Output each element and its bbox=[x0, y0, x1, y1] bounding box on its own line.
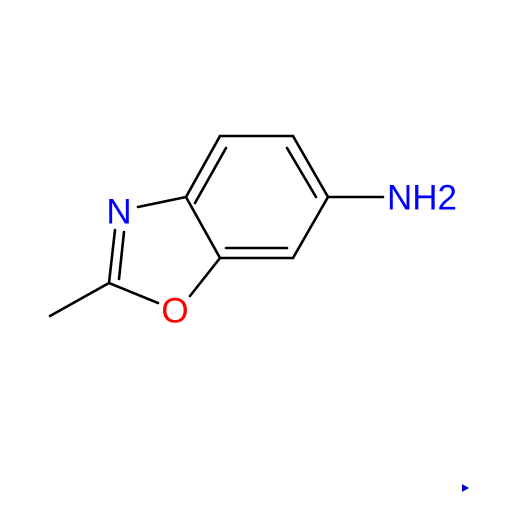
bond-n-c2-double bbox=[117, 230, 126, 281]
oxygen-atom-label: O bbox=[161, 292, 188, 331]
bond-c2-methyl bbox=[48, 281, 111, 318]
bond-c2-o bbox=[107, 281, 160, 305]
triangle-right-icon bbox=[462, 484, 469, 492]
bond-c6-c7 bbox=[291, 195, 330, 260]
bond-c3a-c7a bbox=[184, 195, 222, 260]
bond-inner-c5-c6 bbox=[285, 146, 318, 199]
bond-c7a-n bbox=[136, 195, 188, 209]
bond-o-c3a bbox=[188, 256, 222, 298]
bond-inner-c7a-c4 bbox=[193, 146, 228, 205]
bond-c7a-c4 bbox=[184, 134, 222, 199]
nitrogen-atom-label: N bbox=[106, 193, 131, 232]
bond-c5-c6 bbox=[291, 134, 330, 199]
bond-n-c2 bbox=[107, 228, 117, 285]
amine-group-label: NH2 bbox=[387, 179, 457, 218]
